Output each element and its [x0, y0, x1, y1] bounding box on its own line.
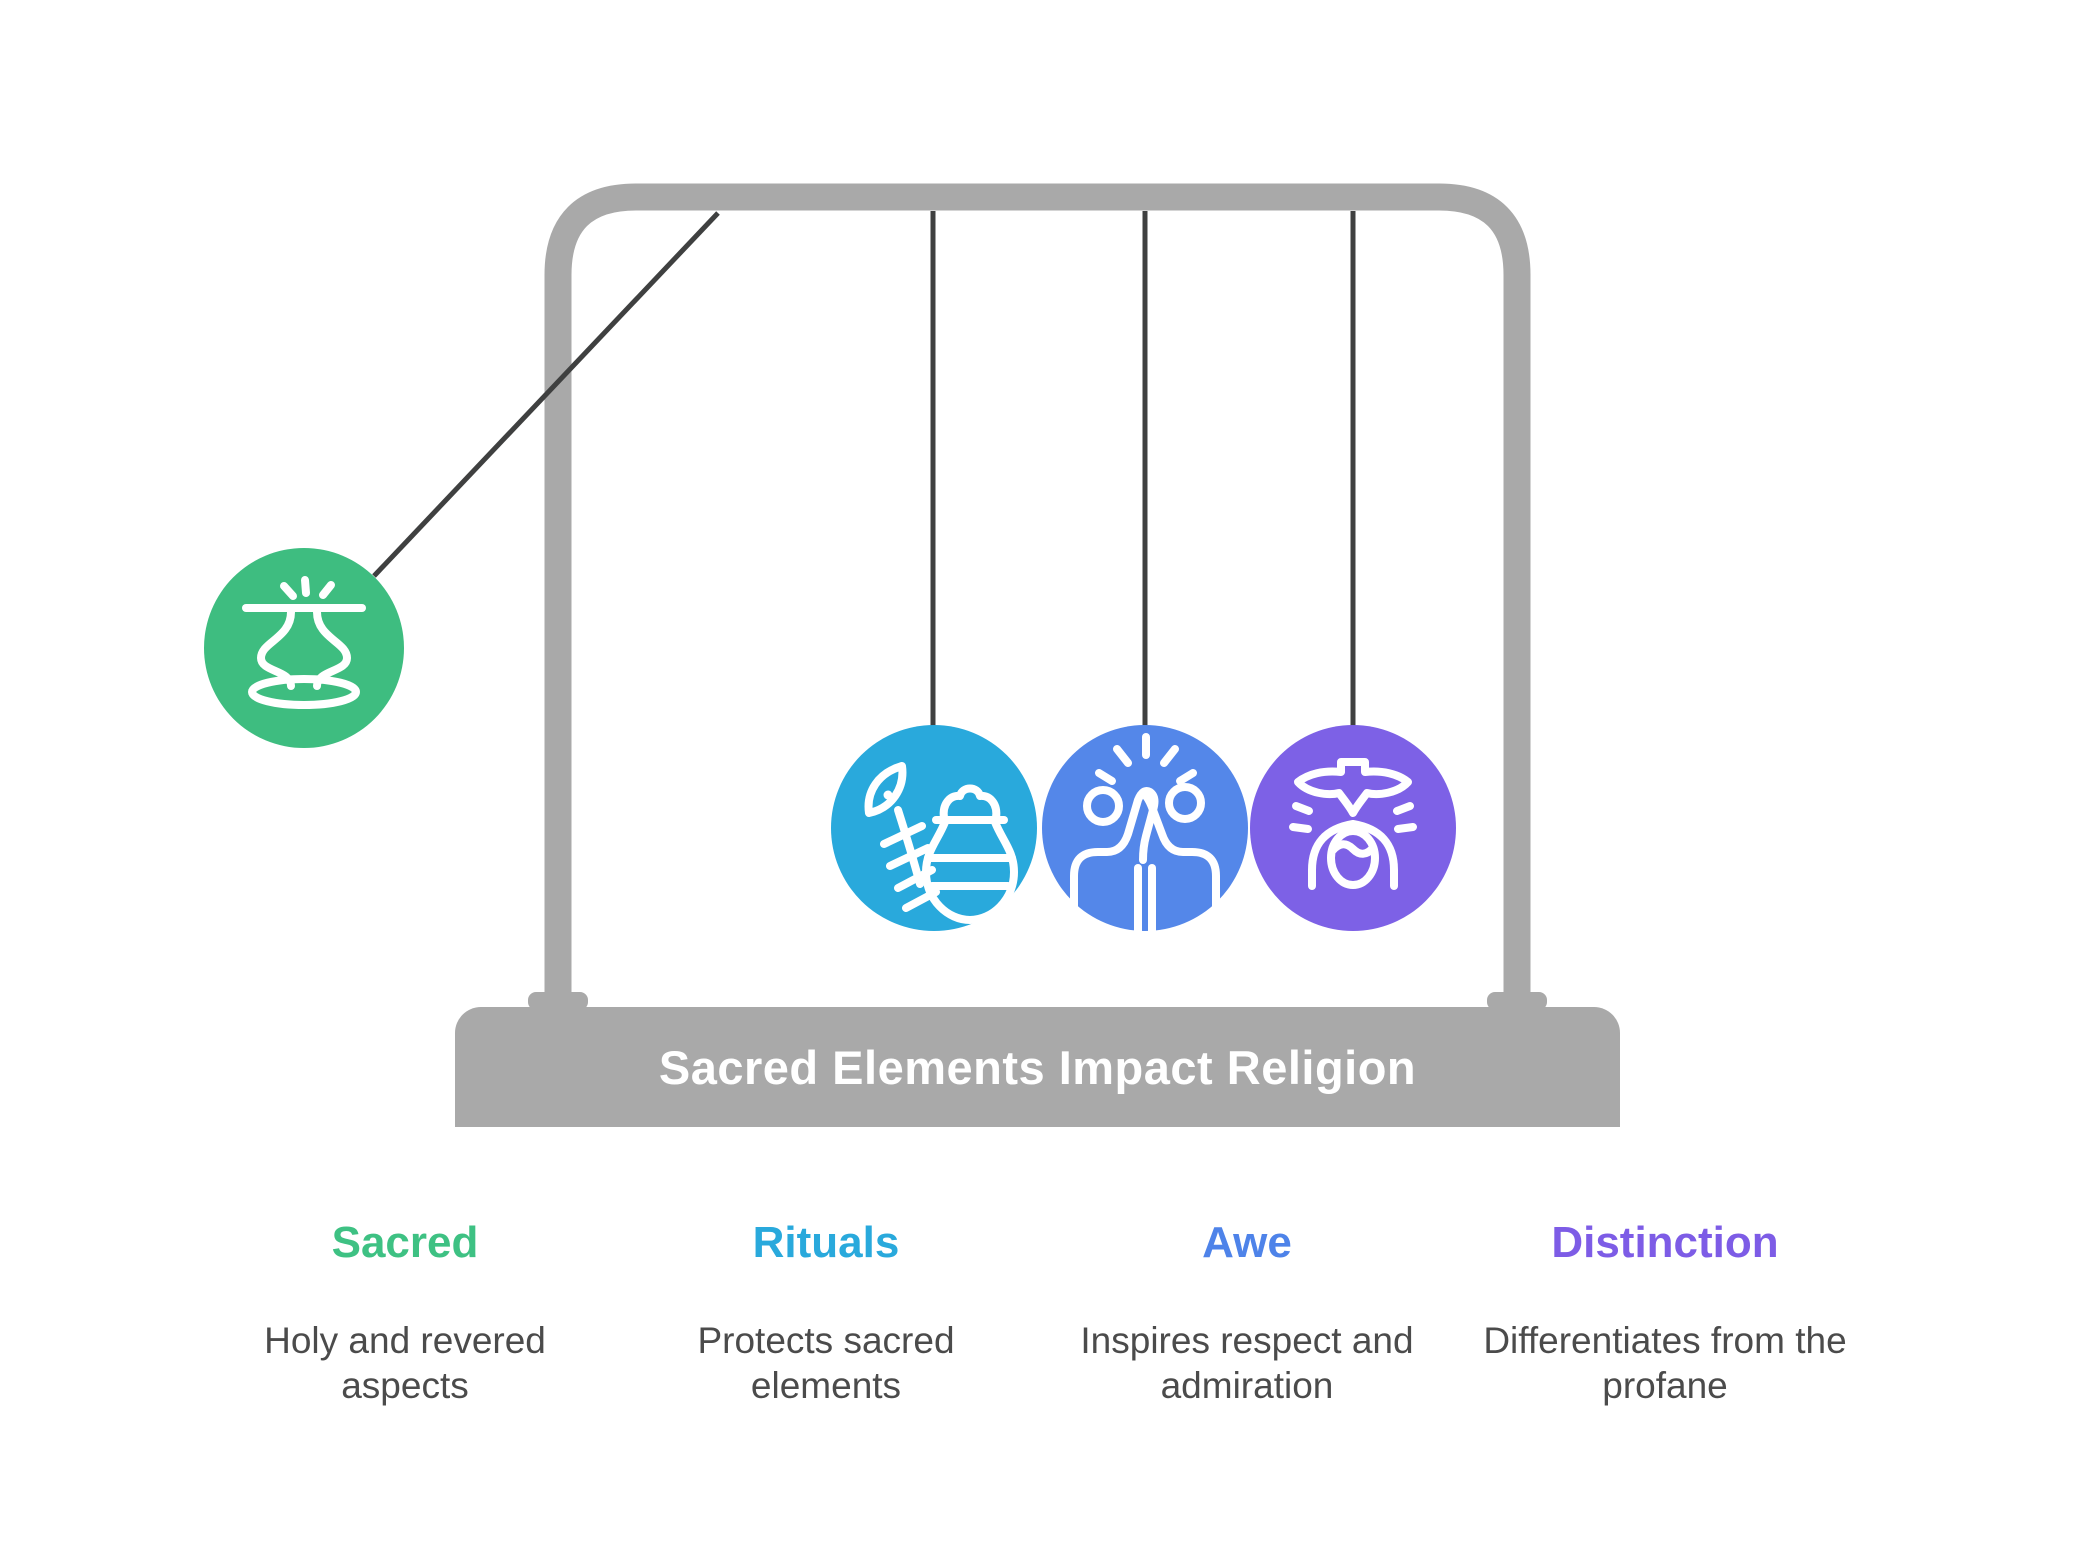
ball-rituals	[831, 725, 1037, 931]
high-five-icon	[1070, 733, 1220, 956]
legend-column-distinction: Distinction Differentiates from the prof…	[1445, 1218, 1885, 1408]
legend-description-sacred: Holy and revered aspects	[264, 1320, 546, 1406]
ball-awe	[1042, 725, 1248, 956]
legend-column-sacred: Sacred Holy and revered aspects	[185, 1218, 625, 1408]
legend-description-distinction: Differentiates from the profane	[1483, 1320, 1847, 1406]
cradle-left-foot	[528, 992, 588, 1010]
sacred-altar-icon	[242, 576, 366, 709]
cradle-right-foot	[1487, 992, 1547, 1010]
dove-over-person-icon	[1289, 758, 1417, 890]
ball-sacred	[204, 548, 404, 748]
cradle-base: Sacred Elements Impact Religion	[455, 1007, 1620, 1127]
feather-and-kalash-icon	[864, 762, 1018, 924]
legend-heading-rituals: Rituals	[752, 1218, 900, 1267]
legend-column-rituals: Rituals Protects sacred elements	[606, 1218, 1046, 1408]
legend-heading-distinction: Distinction	[1551, 1218, 1779, 1267]
cradle-frame	[544, 183, 1531, 1002]
ball-distinction	[1250, 725, 1456, 931]
diagram-title: Sacred Elements Impact Religion	[658, 1040, 1417, 1094]
string-sacred	[372, 211, 720, 578]
legend-description-awe: Inspires respect and admiration	[1080, 1320, 1414, 1406]
legend-description-rituals: Protects sacred elements	[697, 1320, 955, 1406]
legend-column-awe: Awe Inspires respect and admiration	[1027, 1218, 1467, 1408]
legend-heading-sacred: Sacred	[331, 1218, 479, 1267]
legend-heading-awe: Awe	[1202, 1218, 1292, 1267]
